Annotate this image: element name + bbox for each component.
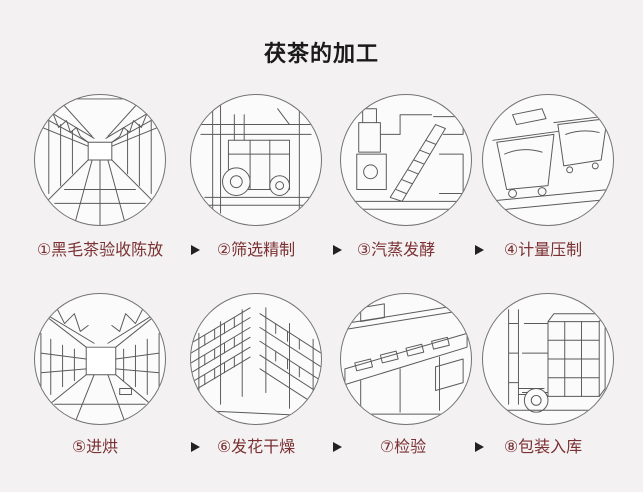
inspection-conveyor-illustration <box>340 293 472 425</box>
step-label: ⑦检验 <box>379 437 427 456</box>
steaming-conveyor-illustration <box>340 94 472 226</box>
flowering-shelves-illustration <box>190 293 322 425</box>
sieving-machine-illustration <box>190 94 322 226</box>
warehouse-truss-illustration <box>34 94 166 226</box>
forklift-storage-illustration <box>482 293 614 425</box>
step-label: ①黑毛茶验收陈放 <box>36 240 164 259</box>
step-label: ⑥发花干燥 <box>216 437 296 456</box>
step-label: ④计量压制 <box>503 240 583 259</box>
arrow-right-icon <box>333 245 342 255</box>
page-title: 茯茶的加工 <box>263 42 379 67</box>
arrow-right-icon <box>191 245 200 255</box>
step-label: ⑤进烘 <box>71 437 119 456</box>
pressing-bins-illustration <box>482 94 614 226</box>
step-label: ⑧包装入库 <box>503 437 583 456</box>
step-label: ③汽蒸发酵 <box>356 240 436 259</box>
arrow-right-icon <box>333 442 342 452</box>
arrow-right-icon <box>191 442 200 452</box>
step-label: ②筛选精制 <box>216 240 296 259</box>
drying-room-illustration <box>34 293 166 425</box>
arrow-right-icon <box>475 442 484 452</box>
arrow-right-icon <box>475 245 484 255</box>
